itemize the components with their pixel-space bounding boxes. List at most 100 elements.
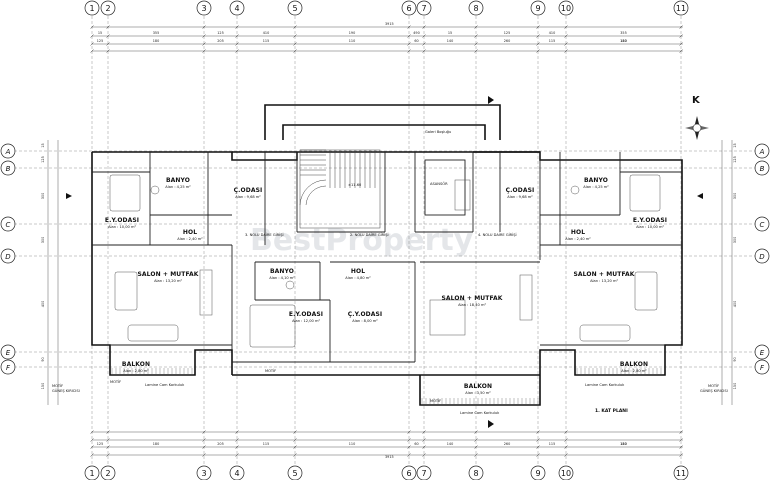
room-name-salon-left: SALON + MUTFAK [138,271,199,278]
grid-col-bottom-3-label: 3 [201,469,206,478]
dim-inner-4: 110 [349,39,355,43]
grid-col-bottom-3: 3 [196,465,212,480]
staircase [299,149,381,229]
grid-row-right-F-label: F [760,364,765,372]
dim-right-3: 300 [733,237,737,243]
dim-inner-bottom-10: 180 [620,442,626,446]
dim-inner-3: 115 [263,39,269,43]
dim-left-1: 125 [41,156,45,162]
dim-right-5: 90 [733,357,737,361]
dim-inner-7: 260 [504,39,510,43]
grid-col-top-6: 6 [401,0,417,16]
grid-col-top-7-label: 7 [421,4,426,13]
grid-col-bottom-9: 9 [530,465,546,480]
grid-row-left-E: E [0,344,16,360]
dim-outer-5: 490 [413,31,419,35]
entry-label-3: 4. NOLU DAİRE GİRİŞİ [478,232,517,237]
dim-inner-bottom-2: 205 [217,442,223,446]
room-name-balkon-right: BALKON [620,361,648,368]
dim-left-6: 150 [41,383,45,389]
dim-outer-7: 125 [504,31,510,35]
grid-col-top-5: 5 [287,0,303,16]
grid-col-bottom-1: 1 [84,465,100,480]
grid-row-left-F-label: F [6,364,11,372]
room-area-banyo-center: Alan : 4,10 m² [269,276,295,280]
grid-row-right-B: B [754,160,770,176]
grid-col-top-5-label: 5 [292,4,297,13]
dim-inner-bottom-1: 180 [153,442,159,446]
dim-outer-1: 355 [153,31,159,35]
grid-col-bottom-11-label: 11 [676,469,686,478]
grid-row-left-B: B [0,160,16,176]
furniture [109,174,661,348]
room-name-codasi-left: Ç.ODASI [234,187,263,194]
dim-left-3: 300 [41,237,45,243]
grid-row-right-D-label: D [759,253,765,261]
motif-note-center-right: MOTİF [265,368,276,373]
grid-col-top-2: 2 [100,0,116,16]
grid-col-bottom-4: 4 [229,465,245,480]
grid-col-top-3: 3 [196,0,212,16]
room-area-hol-left: Alan : 2,40 m² [177,237,203,241]
room-name-hol-left: HOL [183,229,197,236]
grid-col-bottom-7: 7 [416,465,432,480]
room-name-banyo-right: BANYO [584,177,608,184]
motif-note-right: MOTİF [708,383,719,388]
dim-inner-1: 180 [153,39,159,43]
grid-col-bottom-8-label: 8 [473,469,478,478]
sunshade-note-left: GÜNEŞ KIRICISI [52,388,80,393]
dim-inner-2: 205 [217,39,223,43]
dim-right-6: 150 [733,383,737,389]
grid-col-top-4-label: 4 [234,4,239,13]
grid-col-top-4: 4 [229,0,245,16]
room-area-balkon-right: Alan : 2,80 m² [621,369,647,373]
dim-outer-9: 355 [620,31,626,35]
room-name-eyodasi-right: E.Y.ODASI [633,217,667,224]
dim-inner-8: 115 [549,39,555,43]
room-area-banyo-right: Alan : 4,25 m² [583,185,609,189]
dim-left-0: 15 [41,143,45,147]
dim-inner-bottom-9: 110 [620,442,626,446]
stair-elevation-label: ±11.60 [348,183,362,187]
dim-outer-0: 15 [98,31,102,35]
room-name-eyodasi-left: E.Y.ODASI [105,217,139,224]
room-area-balkon-center: Alan : 3,50 m² [465,391,491,395]
dim-right-2: 300 [733,193,737,199]
grid-col-bottom-10: 10 [558,465,574,480]
grid-row-left-A: A [0,143,16,159]
grid-row-right-A-label: A [759,148,765,156]
grid-row-left-B-label: B [6,165,11,173]
grid-col-top-8-label: 8 [473,4,478,13]
dim-inner-bottom-6: 140 [447,442,453,446]
grid-row-right-B-label: B [760,165,765,173]
room-area-salon-center: Alan : 18,40 m² [458,303,486,307]
room-area-eyodasi-left: Alan : 10,00 m² [108,225,136,229]
grid-row-right-F: F [754,359,770,375]
dim-outer-8: 410 [549,31,555,35]
inner-walls [92,152,682,363]
room-name-banyo-left: BANYO [166,177,190,184]
entry-label-2: 2. NOLU DAİRE GİRİŞİ [350,232,389,237]
room-area-eyodasi-right: Alan : 10,00 m² [636,225,664,229]
top-dimension-labels: 1251251801802052051151151101106060140140… [41,31,737,446]
dim-outer-2: 125 [217,31,223,35]
room-area-codasi-left: Alan : 9,68 m² [235,195,261,199]
dim-inner-bottom-4: 110 [349,442,355,446]
grid-col-bottom-6: 6 [401,465,417,480]
room-name-salon-center: SALON + MUTFAK [442,295,503,302]
dimension-ticks [90,25,683,457]
dim-right-4: 400 [733,301,737,307]
grid-row-left-D-label: D [5,253,11,261]
